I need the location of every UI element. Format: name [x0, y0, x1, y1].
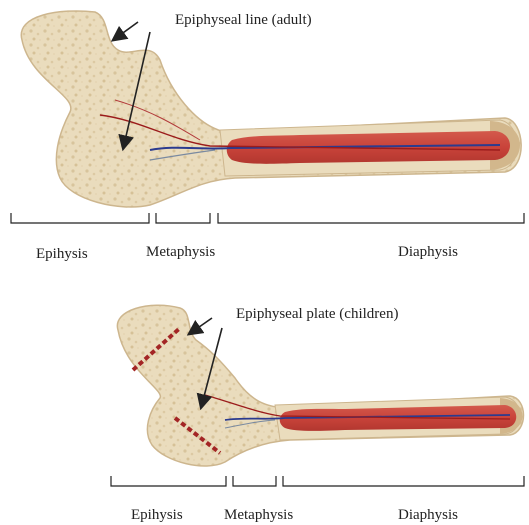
child-bracket-metaphysis	[233, 476, 276, 486]
adult-label-metaphysis: Metaphysis	[146, 244, 215, 260]
adult-bracket-diaphysis	[218, 213, 524, 223]
child-femur	[117, 305, 523, 466]
child-brackets	[111, 476, 524, 486]
child-bracket-diaphysis	[283, 476, 524, 486]
adult-bone-outline	[21, 11, 521, 207]
adult-bracket-epiphysis	[11, 213, 149, 223]
child-bracket-epiphysis	[111, 476, 226, 486]
child-label-diaphysis: Diaphysis	[398, 507, 458, 523]
child-callout-label: Epiphyseal plate (children)	[236, 306, 398, 322]
adult-brackets	[11, 213, 524, 223]
child-label-epiphysis: Epihysis	[131, 507, 183, 523]
adult-callout-label: Epiphyseal line (adult)	[175, 12, 312, 28]
adult-arrow-to-head	[116, 22, 138, 38]
adult-label-diaphysis: Diaphysis	[398, 244, 458, 260]
child-arrow-to-head	[192, 318, 212, 332]
adult-label-epiphysis: Epihysis	[36, 246, 88, 262]
adult-femur	[21, 11, 521, 207]
child-label-metaphysis: Metaphysis	[224, 507, 293, 523]
adult-bracket-metaphysis	[156, 213, 210, 223]
